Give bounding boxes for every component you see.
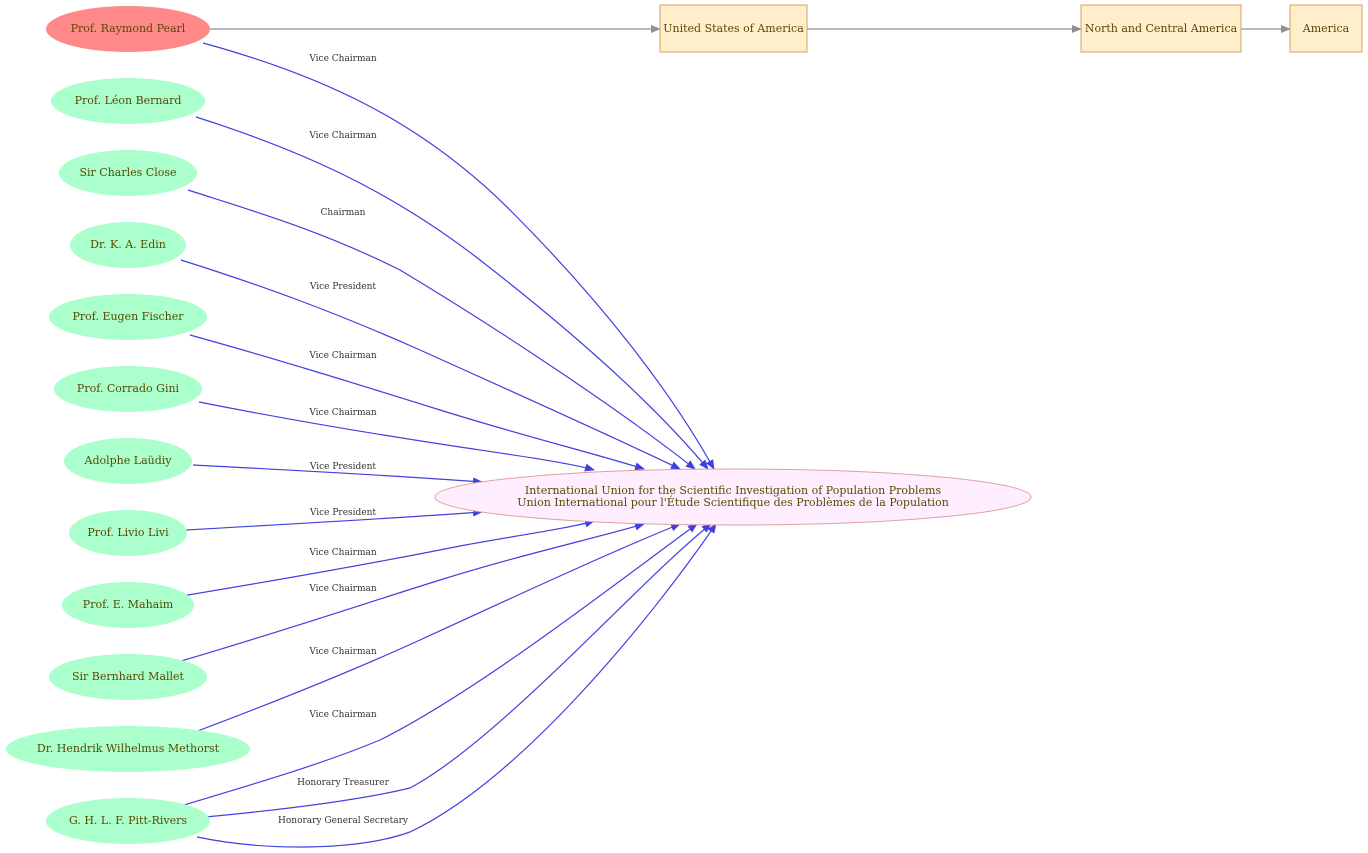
person-name: Dr. K. A. Edin: [90, 238, 166, 251]
edge-gini-org: [198, 401, 595, 472]
edge-close-org: [187, 189, 696, 470]
person-name: Prof. Corrado Gini: [77, 382, 180, 395]
person-node-fischer[interactable]: Prof. Eugen Fischer: [49, 294, 207, 340]
edge-label-fischer: Vice Chairman: [308, 351, 377, 361]
person-node-close[interactable]: Sir Charles Close: [59, 150, 197, 196]
edge-label-methorst: Vice Chairman: [308, 647, 377, 657]
person-node-mahaim[interactable]: Prof. E. Mahaim: [62, 582, 194, 628]
place-name: North and Central America: [1085, 22, 1238, 35]
edge-mallet-org: [180, 522, 645, 662]
edge-label-pearl: Vice Chairman: [308, 54, 377, 64]
person-node-gini[interactable]: Prof. Corrado Gini: [54, 366, 202, 412]
edge-label-pittrivers-treasurer: Honorary Treasurer: [297, 778, 389, 788]
edge-pearl-org: [202, 42, 715, 470]
place-node-usa[interactable]: United States of America: [659, 4, 808, 53]
edge-labels: Vice Chairman Vice Chairman Chairman Vic…: [278, 54, 409, 826]
edge-label-pittrivers-secretary: Honorary General Secretary: [278, 816, 409, 826]
edge-mahaim-org: [181, 519, 595, 597]
edge-livi-org: [185, 508, 483, 531]
edge-fischer-org: [189, 334, 645, 471]
person-name: Sir Bernhard Mallet: [72, 670, 185, 683]
place-node-america[interactable]: America: [1289, 4, 1363, 53]
organization-name-english: International Union for the Scientific I…: [525, 484, 942, 497]
edge-label-close: Chairman: [321, 208, 366, 218]
person-name: G. H. L. F. Pitt-Rivers: [69, 814, 187, 827]
edge-pittrivers-org-vc: [183, 523, 698, 806]
person-node-edin[interactable]: Dr. K. A. Edin: [70, 222, 186, 268]
edge-bernard-org: [195, 116, 709, 470]
place-name: United States of America: [663, 22, 804, 35]
organization-name-french: Union International pour l'Étude Scienti…: [517, 495, 949, 509]
edge-edin-org: [180, 259, 681, 470]
person-name: Prof. Raymond Pearl: [71, 22, 186, 35]
edge-label-mahaim: Vice Chairman: [308, 548, 377, 558]
membership-edges: [180, 42, 717, 848]
edge-label-landry: Vice President: [309, 462, 377, 472]
person-node-pittrivers[interactable]: G. H. L. F. Pitt-Rivers: [46, 798, 210, 844]
person-node-bernard[interactable]: Prof. Léon Bernard: [51, 78, 205, 124]
edge-label-livi: Vice President: [309, 508, 377, 518]
person-node-livi[interactable]: Prof. Livio Livi: [69, 510, 187, 556]
place-node-nca[interactable]: North and Central America: [1080, 4, 1242, 53]
edge-label-gini: Vice Chairman: [308, 408, 377, 418]
organization-node[interactable]: International Union for the Scientific I…: [434, 468, 1032, 526]
person-name: Prof. Eugen Fischer: [72, 310, 184, 323]
person-name: Prof. Livio Livi: [87, 526, 169, 539]
person-node-landry[interactable]: Adolphe Laüdiy: [64, 438, 192, 484]
person-nodes: Prof. Raymond Pearl Prof. Léon Bernard S…: [6, 6, 250, 844]
edge-label-mallet: Vice Chairman: [308, 584, 377, 594]
place-nodes: United States of America North and Centr…: [659, 4, 1363, 53]
place-name: America: [1302, 22, 1350, 35]
person-name: Prof. Léon Bernard: [75, 94, 182, 107]
edge-landry-org: [192, 464, 483, 486]
person-name: Dr. Hendrik Wilhelmus Methorst: [37, 742, 220, 755]
edge-label-edin: Vice President: [309, 282, 377, 292]
person-name: Prof. E. Mahaim: [83, 598, 174, 611]
person-name: Sir Charles Close: [79, 166, 176, 179]
edge-label-pittrivers-vc: Vice Chairman: [308, 710, 377, 720]
person-name: Adolphe Laüdiy: [84, 454, 173, 467]
person-node-pearl[interactable]: Prof. Raymond Pearl: [46, 6, 210, 52]
edge-pittrivers-org-treasurer: [204, 523, 712, 818]
edge-methorst-org: [194, 523, 681, 733]
edge-label-bernard: Vice Chairman: [308, 131, 377, 141]
person-node-mallet[interactable]: Sir Bernhard Mallet: [49, 654, 207, 700]
edge-pittrivers-org-secretary: [196, 523, 717, 848]
person-node-methorst[interactable]: Dr. Hendrik Wilhelmus Methorst: [6, 726, 250, 772]
